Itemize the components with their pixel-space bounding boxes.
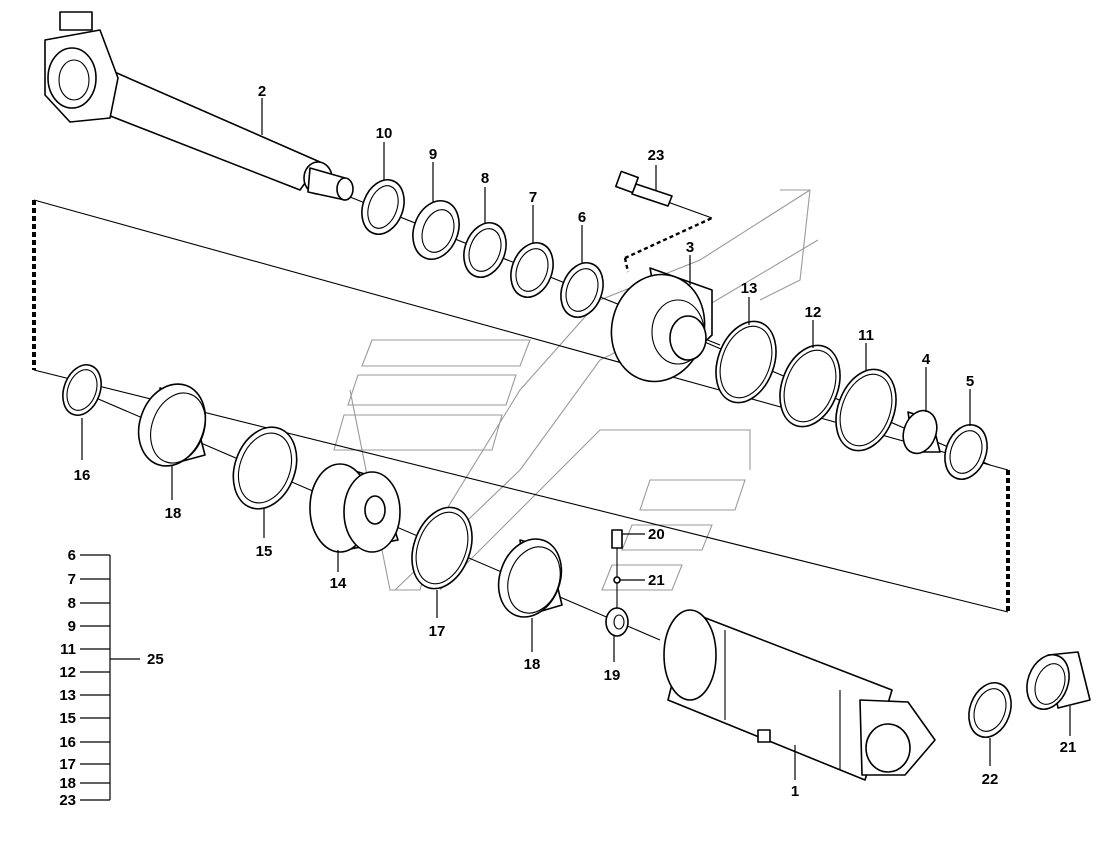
seal-rings-head-side bbox=[715, 320, 988, 480]
kit-item: 8 bbox=[68, 595, 76, 612]
kit-item: 16 bbox=[59, 734, 76, 751]
callout-14: 14 bbox=[330, 575, 347, 592]
kit-item: 12 bbox=[59, 664, 76, 681]
callout-6: 6 bbox=[578, 209, 586, 226]
callout-19: 19 bbox=[604, 667, 621, 684]
seal-rings-rod-side bbox=[361, 179, 604, 318]
callout-12: 12 bbox=[805, 304, 822, 321]
callout-labels: 2 10 9 8 7 6 23 3 13 12 11 4 5 16 18 15 … bbox=[74, 83, 1077, 800]
piston-rod bbox=[44, 11, 354, 201]
callout-22: 21 bbox=[1060, 739, 1077, 756]
kit-list: 6 7 8 9 11 12 13 15 16 17 18 23 25 bbox=[59, 547, 163, 809]
kit-bracket bbox=[80, 554, 140, 801]
callout-24: 23 bbox=[648, 147, 665, 164]
kit-item: 18 bbox=[59, 775, 76, 792]
bolt bbox=[615, 170, 673, 207]
leader-lines bbox=[81, 98, 1071, 780]
callout-17: 17 bbox=[429, 623, 446, 640]
kit-item: 23 bbox=[59, 792, 76, 809]
callout-11: 11 bbox=[858, 327, 874, 344]
kit-item: 6 bbox=[68, 547, 76, 564]
callout-21: 21 bbox=[648, 572, 665, 589]
piston bbox=[309, 463, 401, 553]
cylinder-tube bbox=[663, 609, 936, 781]
kit-item: 11 bbox=[60, 641, 76, 658]
callout-7: 7 bbox=[529, 189, 537, 206]
callout-4: 4 bbox=[922, 351, 931, 368]
callout-10: 10 bbox=[376, 125, 393, 142]
callout-9: 9 bbox=[429, 146, 437, 163]
callout-5: 5 bbox=[966, 373, 974, 390]
kit-label: 25 bbox=[147, 651, 164, 668]
seal-rings-lower bbox=[411, 506, 563, 618]
kit-item: 9 bbox=[68, 618, 76, 635]
callout-18b: 18 bbox=[524, 656, 541, 673]
callout-20: 20 bbox=[648, 526, 665, 543]
callout-23: 22 bbox=[982, 771, 999, 788]
watermark-logo bbox=[333, 189, 819, 591]
callout-3: 3 bbox=[686, 239, 694, 256]
bushing-parts bbox=[968, 651, 1091, 738]
callout-1: 1 bbox=[791, 783, 799, 800]
callout-16: 16 bbox=[74, 467, 91, 484]
callout-15: 15 bbox=[256, 543, 273, 560]
callout-13: 13 bbox=[741, 280, 758, 297]
kit-item: 17 bbox=[59, 756, 76, 773]
seal-rings-piston-side bbox=[62, 364, 298, 510]
callout-18a: 18 bbox=[165, 505, 182, 522]
callout-8: 8 bbox=[481, 170, 489, 187]
cylinder-head bbox=[610, 267, 713, 383]
assembly-dash-frame bbox=[32, 200, 1010, 612]
kit-item: 7 bbox=[68, 571, 76, 588]
callout-2: 2 bbox=[258, 83, 266, 100]
small-parts bbox=[605, 529, 629, 637]
kit-item: 13 bbox=[59, 687, 76, 704]
kit-item: 15 bbox=[59, 710, 76, 727]
